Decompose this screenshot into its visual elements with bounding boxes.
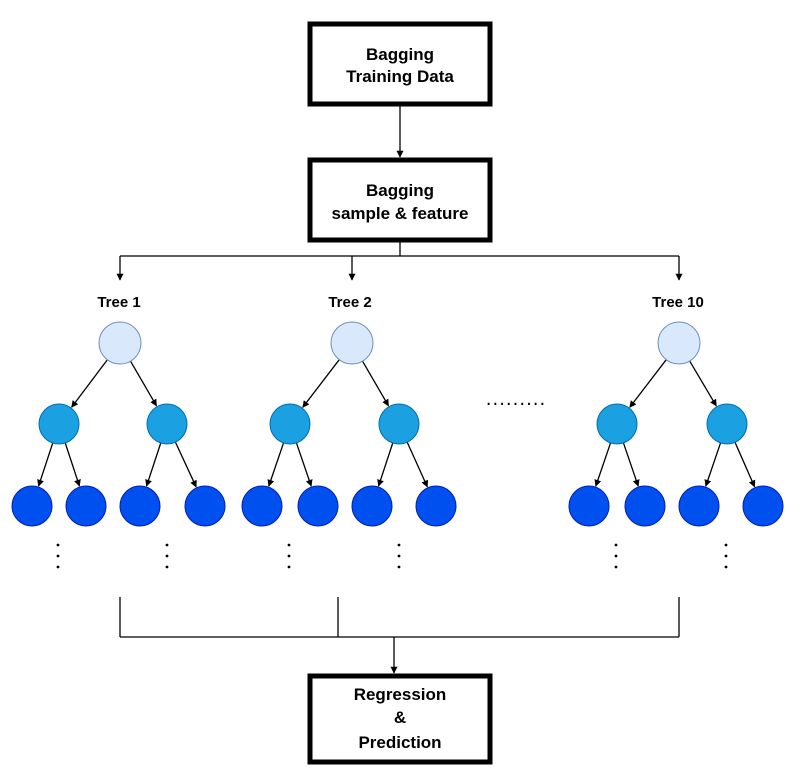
tree-10 [568, 321, 784, 569]
leaf-node [297, 485, 339, 527]
edge-root-to-node [71, 359, 108, 408]
leaf-node [568, 485, 610, 527]
edge-node-to-leaf [704, 442, 722, 487]
edge-node-to-leaf [174, 441, 197, 488]
internal-node [596, 403, 638, 445]
regression-prediction-box: Regression & Prediction [307, 673, 493, 765]
training-box-line2: Training Data [346, 67, 454, 86]
merge-connector [119, 597, 680, 674]
vertical-ellipsis [397, 543, 401, 569]
tree-2 [241, 321, 457, 569]
vertical-ellipsis [287, 543, 291, 569]
split-connector [116, 242, 683, 281]
edge-node-to-leaf [37, 442, 54, 487]
internal-node [269, 403, 311, 445]
edge-node-to-leaf [145, 442, 162, 487]
leaf-node [11, 485, 53, 527]
trees-ellipsis: ......... [486, 389, 547, 410]
edge-node-to-leaf [295, 442, 313, 487]
leaf-node [65, 485, 107, 527]
root-node [330, 321, 374, 365]
leaf-node [624, 485, 666, 527]
edge-root-to-node [689, 360, 717, 407]
leaf-node [742, 485, 784, 527]
internal-node [146, 403, 188, 445]
edge-node-to-leaf [377, 442, 394, 487]
leaf-node [241, 485, 283, 527]
output-box-line2: & [394, 708, 406, 727]
output-box-line1: Regression [354, 685, 447, 704]
tree-2-label: Tree 2 [328, 294, 371, 311]
vertical-ellipsis [56, 543, 60, 569]
edge-node-to-leaf [406, 441, 428, 488]
sample-feature-box: Bagging sample & feature [307, 157, 493, 243]
internal-node [38, 403, 80, 445]
root-node [98, 321, 142, 365]
edge-root-to-node [302, 359, 340, 408]
leaf-node [119, 485, 161, 527]
internal-node [378, 403, 420, 445]
tree-10-label: Tree 10 [652, 294, 704, 311]
leaf-node [678, 485, 720, 527]
tree-1 [11, 321, 226, 569]
output-box-line3: Prediction [358, 733, 441, 752]
leaf-node [415, 485, 457, 527]
leaf-node [184, 485, 226, 527]
training-box-line1: Bagging [366, 45, 434, 64]
sample-box-line1: Bagging [366, 181, 434, 200]
training-data-box: Bagging Training Data [307, 21, 493, 107]
edge-root-to-node [129, 360, 158, 407]
edge-node-to-leaf [594, 442, 612, 487]
vertical-ellipsis [614, 543, 618, 569]
edge-node-to-leaf [267, 442, 285, 487]
leaf-node [351, 485, 393, 527]
internal-node [706, 403, 748, 445]
edge-node-to-leaf [64, 442, 81, 487]
root-node [657, 321, 701, 365]
edge-root-to-node [629, 359, 667, 408]
vertical-ellipsis [165, 543, 169, 569]
edge-node-to-leaf [734, 442, 756, 488]
vertical-ellipsis [724, 543, 728, 569]
edge-node-to-leaf [622, 442, 640, 487]
edge-root-to-node [361, 360, 390, 407]
sample-box-line2: sample & feature [332, 204, 469, 223]
tree-1-label: Tree 1 [97, 294, 140, 311]
